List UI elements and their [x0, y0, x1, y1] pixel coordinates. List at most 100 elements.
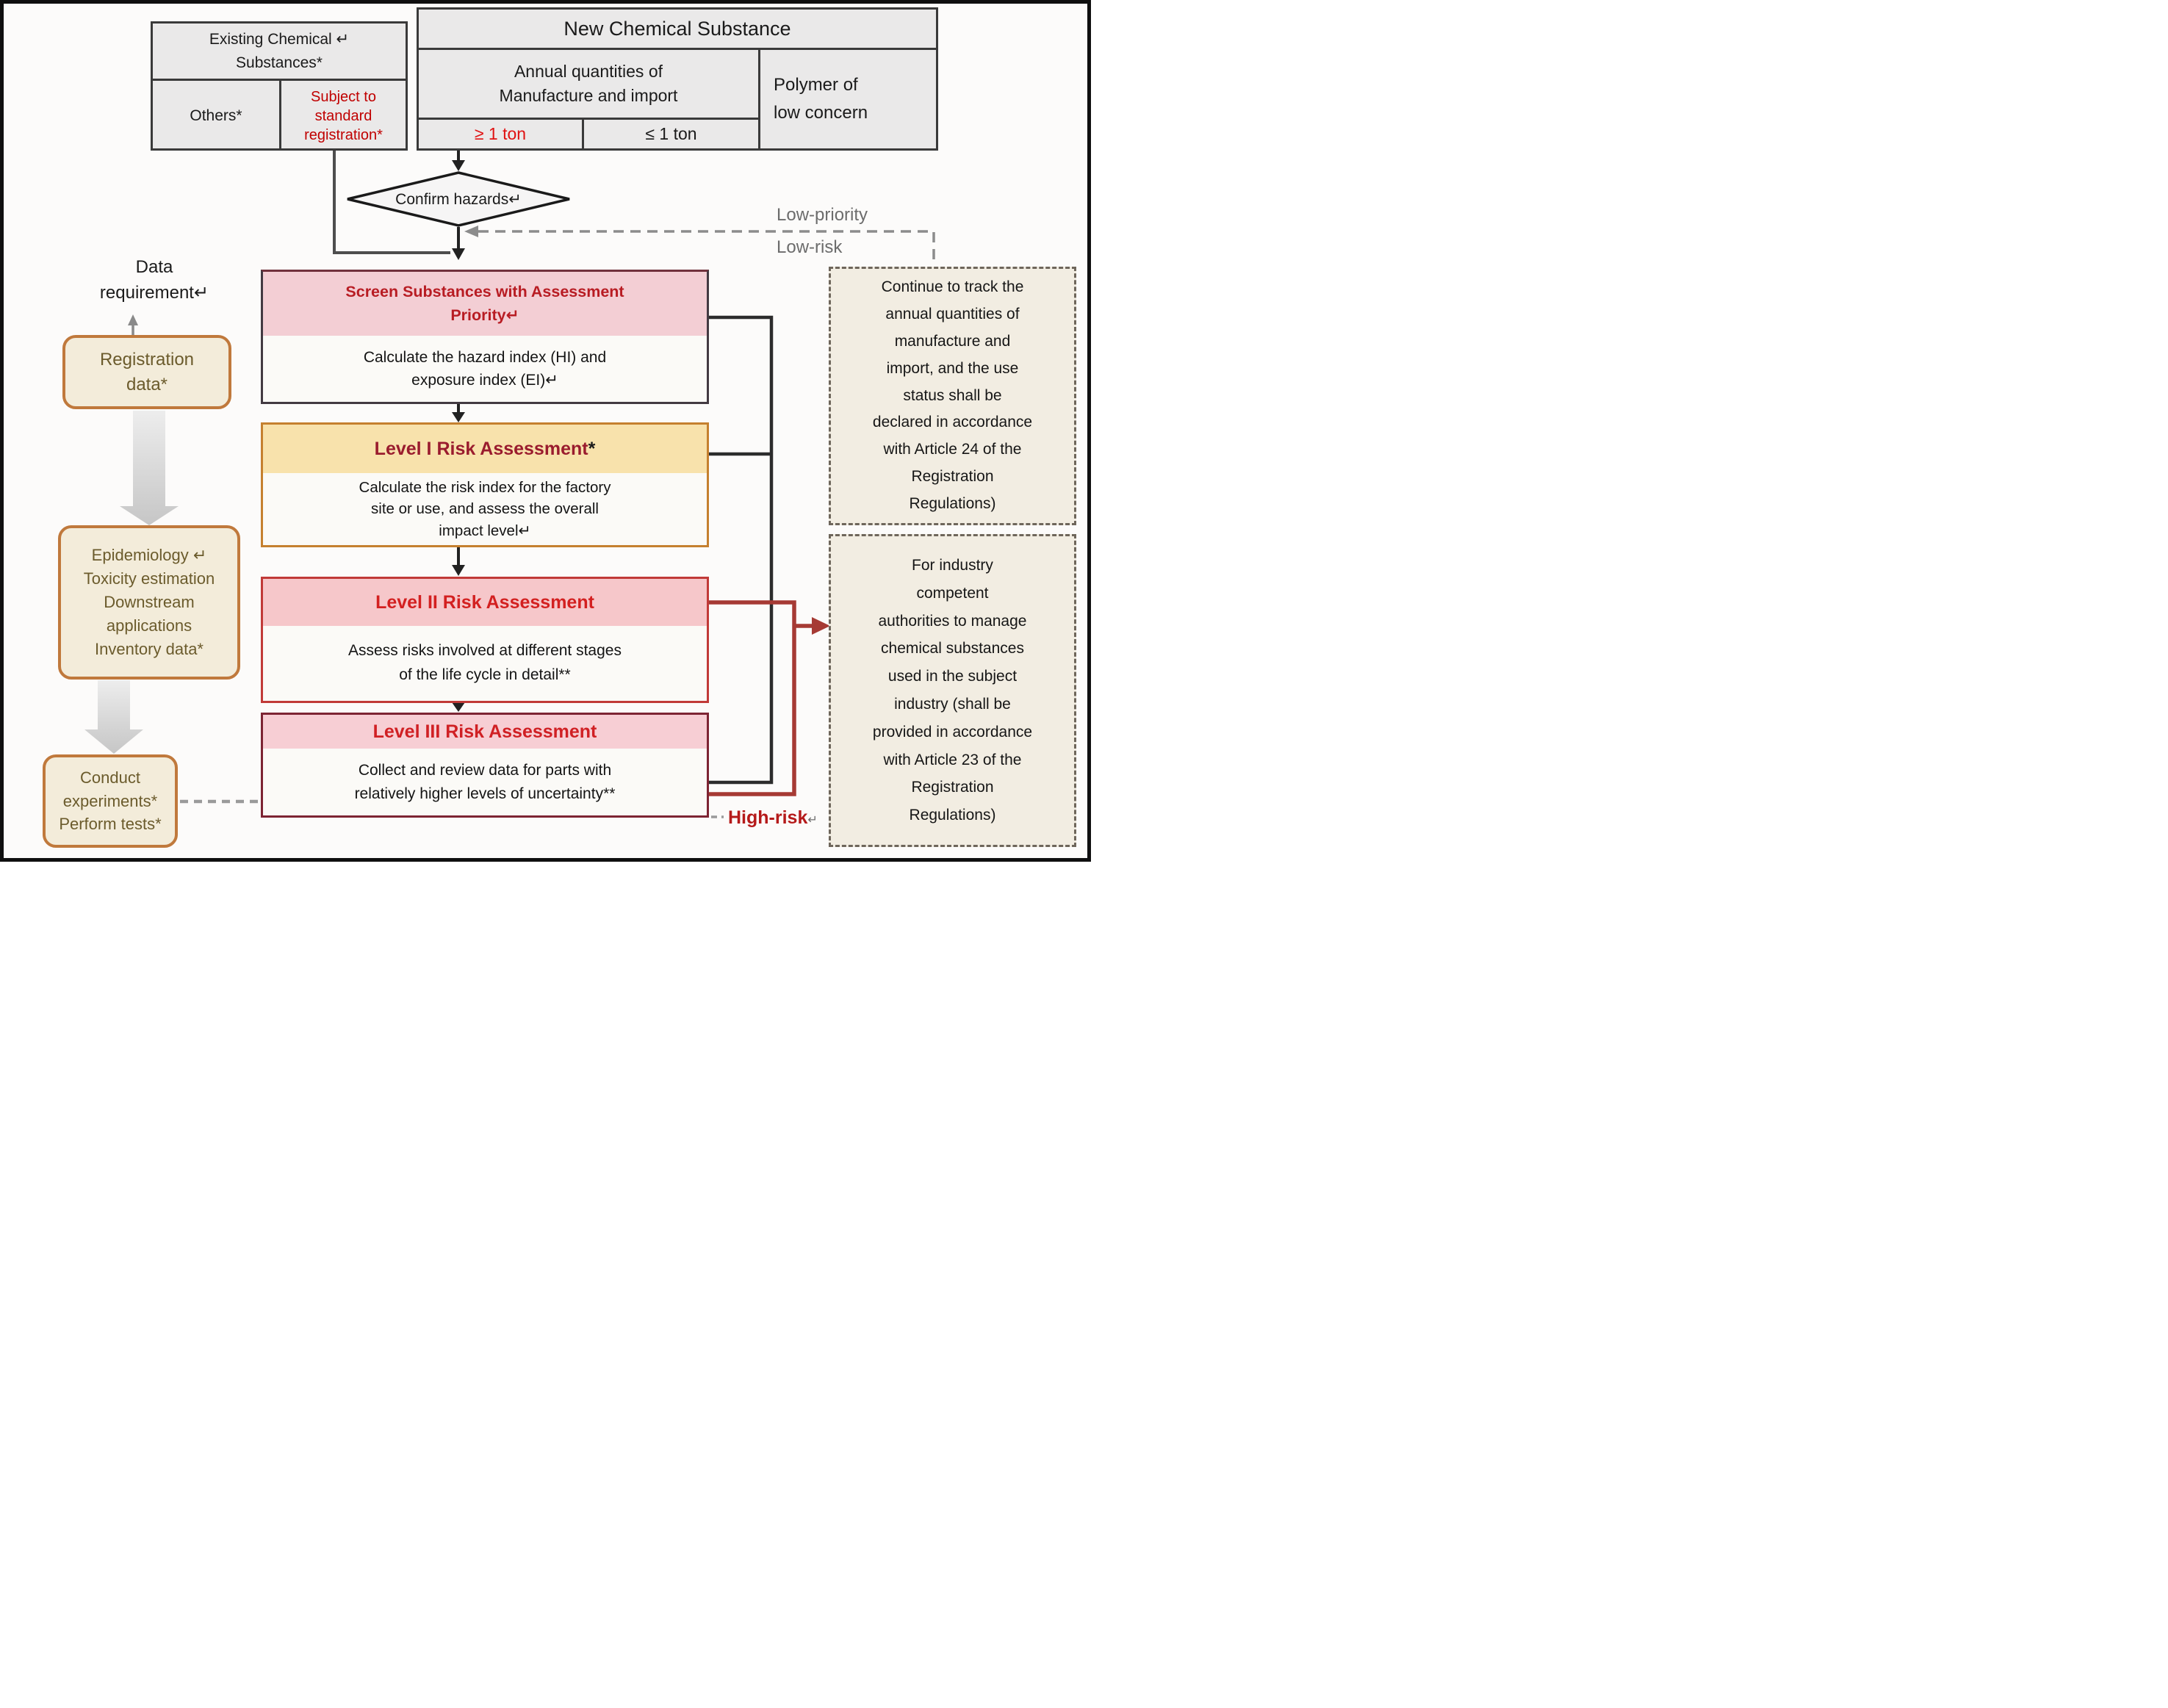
- track-line1: Continue to track the: [881, 278, 1024, 295]
- level3-body-line1: Collect and review data for parts with: [358, 762, 612, 779]
- track-line9: Regulations): [909, 495, 996, 513]
- level2-body-line2: of the life cycle in detail**: [399, 666, 571, 683]
- cell-others: Others*: [153, 81, 281, 151]
- confirm-hazards-text: Confirm hazards↵: [395, 190, 522, 208]
- level2-body-line1: Assess risks involved at different stage…: [348, 642, 622, 660]
- industry-line6: industry (shall be: [894, 696, 1011, 713]
- high-risk-label: High-risk↵: [728, 807, 818, 829]
- gray-block-arrow-epidemiology-to-conduct: [84, 680, 143, 754]
- epidemiology-line3: Downstream: [104, 593, 195, 612]
- registration-line1: Registration: [99, 349, 195, 370]
- industry-line1: For industry: [912, 557, 993, 574]
- existing-title-line2: Substances*: [236, 54, 323, 71]
- high-risk-return-mark: ↵: [807, 814, 818, 826]
- screen-title-line2: Priority↵: [450, 306, 519, 324]
- track-line6: declared in accordance: [872, 414, 1033, 431]
- level2-title-text: Level II Risk Assessment: [375, 591, 594, 613]
- ge-1-ton-label: ≥ 1 ton: [474, 124, 527, 143]
- screen-body-line2: exposure index (EI)↵: [411, 372, 558, 389]
- polymer-line1: Polymer of: [774, 74, 858, 95]
- polymer-line2: low concern: [774, 103, 868, 123]
- epidemiology-line1: Epidemiology ↵: [91, 546, 207, 565]
- conduct-line2: experiments*: [62, 791, 158, 810]
- new-chemical-table: New Chemical Substance Annual quantities…: [417, 7, 938, 151]
- level3-title: Level III Risk Assessment: [263, 715, 707, 749]
- annual-quantities-column: Annual quantities of Manufacture and imp…: [419, 50, 760, 148]
- arrowhead-newtable-to-diamond: [452, 160, 465, 171]
- dashed-low-risk-line: [478, 230, 935, 265]
- track-line4: import, and the use: [886, 359, 1019, 377]
- up-arrowhead-data-requirement: [128, 314, 138, 325]
- level2-body: Assess risks involved at different stage…: [263, 626, 707, 701]
- annual-quantities-header: Annual quantities of Manufacture and imp…: [419, 50, 758, 120]
- gray-block-arrow-registration-to-epidemiology: [120, 411, 179, 525]
- screen-substances-body: Calculate the hazard index (HI) and expo…: [263, 336, 707, 402]
- track-line5: status shall be: [903, 386, 1002, 404]
- epidemiology-line5: Inventory data*: [95, 639, 204, 658]
- track-line8: Registration: [911, 468, 994, 486]
- level1-risk-assessment-box: Level I Risk Assessment* Calculate the r…: [261, 422, 709, 547]
- arrowhead-screen-to-level1: [452, 412, 465, 422]
- new-chemical-title-label: New Chemical Substance: [563, 17, 791, 40]
- risk-assessment-flowchart: Existing Chemical ↵ Substances* Others* …: [0, 0, 1091, 862]
- arrowhead-level2-to-level3: [452, 702, 465, 712]
- low-priority-label: Low-priority: [777, 205, 868, 226]
- industry-line3: authorities to manage: [878, 612, 1027, 630]
- annual-line1: Annual quantities of: [514, 61, 663, 81]
- level3-title-text: Level III Risk Assessment: [372, 721, 597, 742]
- data-requirement-line2: requirement↵: [99, 282, 209, 303]
- conduct-line1: Conduct: [80, 768, 140, 787]
- level1-body-line2: site or use, and assess the overall: [371, 500, 599, 518]
- red-arrowhead-to-industry-box: [812, 617, 830, 635]
- data-requirement-line1: Data: [135, 257, 173, 277]
- industry-authorities-note-box: For industry competent authorities to ma…: [829, 534, 1076, 847]
- registration-line2: data*: [126, 374, 168, 394]
- level1-title-text: Level I Risk Assessment: [374, 438, 588, 459]
- level1-body-line3: impact level↵: [439, 522, 531, 539]
- track-line7: with Article 24 of the: [883, 441, 1022, 458]
- arrowhead-diamond-down: [452, 248, 465, 260]
- low-risk-text: Low-risk: [777, 237, 843, 257]
- industry-line10: Regulations): [909, 807, 996, 824]
- cell-subject-label: Subject to standard registration*: [304, 88, 383, 143]
- cell-polymer-low-concern: Polymer of low concern: [760, 50, 936, 148]
- annual-line2: Manufacture and import: [499, 86, 678, 105]
- diamond-shape: [347, 171, 570, 227]
- dashed-low-risk-arrowhead: [464, 226, 478, 237]
- new-chemical-title: New Chemical Substance: [419, 10, 936, 50]
- screen-substances-title: Screen Substances with Assessment Priori…: [263, 272, 707, 336]
- conduct-experiments-box: Conduct experiments* Perform tests*: [43, 754, 178, 848]
- confirm-hazards-label: Confirm hazards↵: [345, 171, 572, 227]
- level1-body-line1: Calculate the risk index for the factory: [359, 479, 611, 497]
- epidemiology-data-box: Epidemiology ↵ Toxicity estimation Downs…: [58, 525, 240, 680]
- cell-ge-1-ton: ≥ 1 ton: [419, 120, 584, 148]
- registration-data-box: Registration data*: [62, 335, 231, 409]
- level3-body-line2: relatively higher levels of uncertainty*…: [354, 785, 616, 802]
- low-risk-label: Low-risk: [777, 237, 842, 258]
- confirm-hazards-diamond: Confirm hazards↵: [345, 171, 572, 227]
- screen-body-line1: Calculate the hazard index (HI) and: [363, 348, 607, 366]
- le-1-ton-label: ≤ 1 ton: [645, 124, 697, 143]
- cell-subject-standard-registration: Subject to standard registration*: [281, 81, 406, 151]
- red-high-risk-path: [709, 600, 796, 796]
- level2-title: Level II Risk Assessment: [263, 579, 707, 626]
- track-line3: manufacture and: [894, 332, 1011, 350]
- screen-substances-box: Screen Substances with Assessment Priori…: [261, 270, 709, 404]
- screen-title-line1: Screen Substances with Assessment: [345, 283, 624, 301]
- level2-risk-assessment-box: Level II Risk Assessment Assess risks in…: [261, 577, 709, 703]
- industry-line4: chemical substances: [881, 640, 1024, 657]
- low-priority-text: Low-priority: [777, 205, 868, 225]
- epidemiology-line2: Toxicity estimation: [83, 569, 215, 588]
- black-feedback-path: [709, 315, 774, 785]
- track-line2: annual quantities of: [885, 305, 1020, 322]
- epidemiology-line4: applications: [106, 616, 192, 635]
- industry-line8: with Article 23 of the: [883, 751, 1022, 768]
- cell-others-label: Others*: [190, 107, 242, 124]
- industry-line7: provided in accordance: [872, 723, 1033, 741]
- existing-title-line1: Existing Chemical ↵: [209, 31, 350, 48]
- conduct-line3: Perform tests*: [59, 815, 162, 834]
- cell-le-1-ton: ≤ 1 ton: [584, 120, 758, 148]
- industry-line5: used in the subject: [887, 668, 1018, 685]
- industry-line2: competent: [916, 584, 989, 602]
- data-requirement-label: Data requirement↵: [66, 255, 242, 306]
